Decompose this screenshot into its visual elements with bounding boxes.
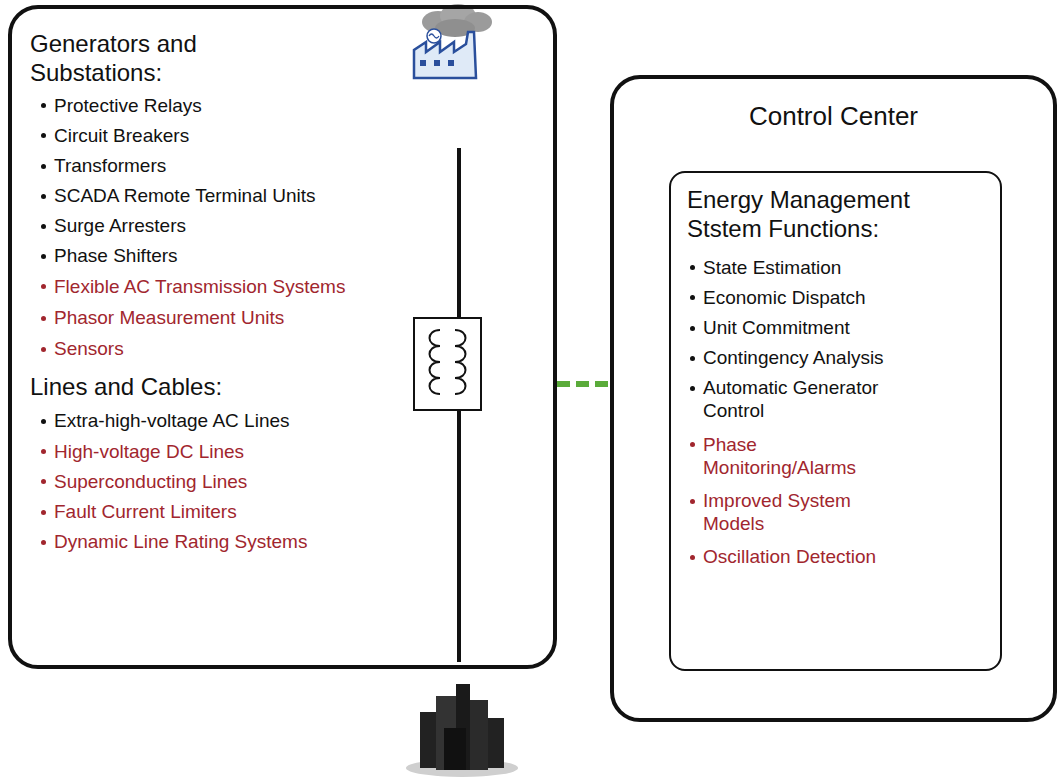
- bullet-dot: [690, 442, 695, 447]
- list-item: Circuit Breakers: [54, 124, 384, 147]
- bullet-dot: [690, 356, 695, 361]
- bus-line: [457, 148, 461, 318]
- communication-link: [557, 381, 610, 387]
- bullet-dot: [690, 386, 695, 391]
- list-item: Transformers: [54, 154, 384, 177]
- list-item: Flexible AC Transmission Systems: [54, 275, 374, 298]
- list-item: Phasor Measurement Units: [54, 306, 384, 329]
- power-plant-icon: [414, 4, 492, 78]
- bullet-dot: [41, 133, 46, 138]
- bullet-dot: [690, 295, 695, 300]
- bullet-dot: [41, 540, 46, 545]
- list-item: Phase Shifters: [54, 244, 384, 267]
- list-item: SCADA Remote Terminal Units: [54, 184, 384, 207]
- heading: Energy Management Ststem Functions:: [687, 185, 987, 244]
- bullet-dot: [41, 103, 46, 108]
- list-item: Unit Commitment: [703, 316, 983, 339]
- bullet-dot: [41, 347, 46, 352]
- list-item: Contingency Analysis: [703, 346, 983, 369]
- bullet-dot: [41, 419, 46, 424]
- group-box: Energy Management Ststem Functions: State…: [610, 75, 1057, 722]
- list-item: Improved System Models: [703, 489, 883, 535]
- bullet-dot: [41, 479, 46, 484]
- list-item: Superconducting Lines: [54, 470, 384, 493]
- list-item: Phase Monitoring/Alarms: [703, 433, 893, 479]
- bullet-dot: [690, 499, 695, 504]
- list-item: High-voltage DC Lines: [54, 440, 384, 463]
- bullet-dot: [41, 254, 46, 259]
- list-item: Dynamic Line Rating Systems: [54, 530, 384, 553]
- heading: Lines and Cables:: [30, 372, 360, 401]
- heading: Control Center: [614, 101, 1053, 133]
- function-panel: Energy Management Ststem Functions: State…: [669, 171, 1002, 671]
- bullet-dot: [690, 555, 695, 560]
- bullet-dot: [41, 194, 46, 199]
- city-buildings: [406, 684, 518, 777]
- list-item: Economic Dispatch: [703, 286, 983, 309]
- bullet-dot: [41, 224, 46, 229]
- group-box: Generators and Substations: Protective Re…: [8, 5, 557, 669]
- bullet-dot: [41, 164, 46, 169]
- list-item: Protective Relays: [54, 94, 384, 117]
- bullet-dot: [690, 265, 695, 270]
- list-item: Oscillation Detection: [703, 545, 983, 568]
- list-item: State Estimation: [703, 256, 983, 279]
- bus-line: [457, 410, 461, 662]
- list-item: Sensors: [54, 337, 384, 360]
- list-item: Extra-high-voltage AC Lines: [54, 409, 384, 432]
- bullet-dot: [690, 326, 695, 331]
- transformer-symbol: [414, 318, 481, 410]
- list-item: Automatic Generator Control: [703, 376, 943, 422]
- bullet-dot: [41, 449, 46, 454]
- bullet-dot: [41, 284, 46, 289]
- list-item: Fault Current Limiters: [54, 500, 384, 523]
- heading: Generators and Substations:: [30, 29, 290, 88]
- bullet-dot: [41, 316, 46, 321]
- bullet-dot: [41, 510, 46, 515]
- list-item: Surge Arresters: [54, 214, 384, 237]
